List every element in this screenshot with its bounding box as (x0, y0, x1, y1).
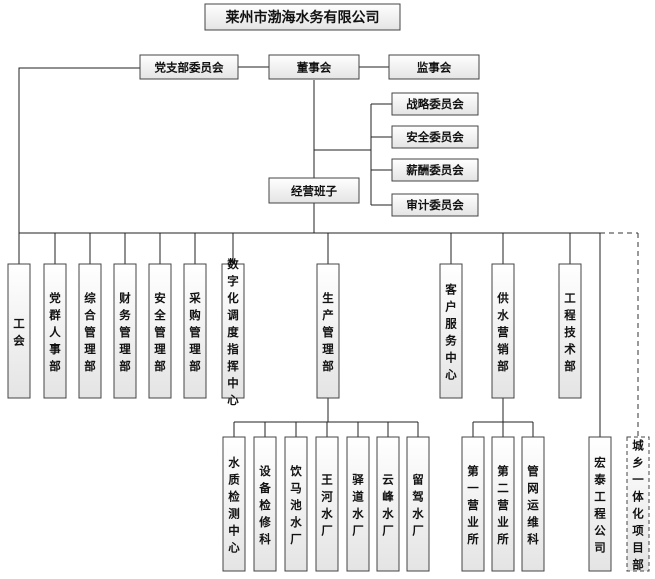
dept-general-label: 综合管理部 (84, 291, 96, 373)
production-unit: 设备检修科 (253, 436, 277, 572)
dept-purchase-label: 采购管理部 (188, 291, 201, 373)
production-unit: 云峰水厂 (376, 436, 400, 572)
dept-customer: 客户服务中心 (439, 263, 463, 399)
dept-customer-label: 客户服务中心 (444, 283, 457, 382)
dept-engineering: 工程技术部 (558, 263, 582, 399)
committee-node: 审计委员会 (391, 193, 479, 217)
supply-unit-label: 管网运维科 (527, 464, 539, 546)
supply-unit: 第一营业所 (461, 436, 485, 572)
dept-purchase: 采购管理部 (183, 263, 207, 399)
management-node: 经营班子 (268, 177, 360, 204)
dept-union-label: 工会 (12, 317, 25, 348)
production-unit-label: 云峰水厂 (382, 473, 394, 538)
production-unit-label: 设备检修科 (258, 464, 271, 546)
dept-union: 工会 (7, 263, 31, 399)
supply-unit: 第二营业所 (491, 436, 515, 572)
party-committee-label: 党支部委员会 (155, 61, 224, 75)
company-title-node: 莱州市渤海水务有限公司 (204, 3, 401, 31)
committee-label: 战略委员会 (406, 97, 464, 111)
supply-unit-label: 第二营业所 (497, 464, 509, 546)
dept-party-hr: 党群人事部 (43, 263, 67, 399)
production-unit-label: 水质检测中心 (228, 456, 240, 555)
production-unit-label: 驿道水厂 (352, 473, 364, 538)
committee-label: 审计委员会 (406, 198, 464, 212)
dept-hongtai: 宏泰工程公司 (588, 436, 612, 572)
production-unit: 水质检测中心 (222, 436, 246, 572)
dept-finance-label: 财务管理部 (118, 291, 131, 373)
dept-hongtai-label: 宏泰工程公司 (593, 456, 606, 555)
supervisors-node: 监事会 (388, 54, 480, 80)
dept-supply-label: 供水营销部 (496, 291, 509, 373)
production-unit-label: 留驾水厂 (411, 473, 424, 538)
dept-digital: 数字化调度指挥中心 (221, 257, 245, 407)
dept-party-hr-label: 党群人事部 (48, 291, 61, 373)
dept-production-label: 生产管理部 (322, 291, 334, 373)
committee-node: 战略委员会 (391, 92, 479, 116)
board-label: 董事会 (297, 61, 332, 75)
company-title: 莱州市渤海水务有限公司 (226, 9, 380, 26)
production-unit-label: 王河水厂 (321, 473, 333, 538)
supply-unit: 管网运维科 (521, 436, 545, 572)
dept-engineering-label: 工程技术部 (563, 291, 576, 373)
supervisors-label: 监事会 (417, 61, 452, 75)
dept-rural: 城乡一体化项目部 (626, 436, 650, 572)
committee-node: 安全委员会 (391, 125, 479, 149)
supply-unit-label: 第一营业所 (467, 464, 479, 546)
board-node: 董事会 (268, 54, 360, 80)
dept-supply: 供水营销部 (491, 263, 515, 399)
committee-node: 薪酬委员会 (391, 158, 479, 182)
dept-rural-label: 城乡一体化项目部 (632, 439, 644, 572)
production-unit: 驿道水厂 (346, 436, 370, 572)
committee-label: 安全委员会 (406, 130, 464, 144)
production-unit: 留驾水厂 (406, 436, 430, 572)
dept-production: 生产管理部 (316, 263, 340, 399)
dept-safety-label: 安全管理部 (153, 291, 166, 373)
connectors (18, 66, 639, 437)
dept-digital-label: 数字化调度指挥中心 (227, 257, 239, 407)
committee-label: 薪酬委员会 (406, 163, 464, 177)
dept-safety: 安全管理部 (148, 263, 172, 399)
dept-general: 综合管理部 (78, 263, 102, 399)
production-unit-label: 饮马池水厂 (289, 464, 302, 546)
dept-finance: 财务管理部 (113, 263, 137, 399)
production-unit: 王河水厂 (315, 436, 339, 572)
party-committee-node: 党支部委员会 (139, 54, 239, 80)
management-label: 经营班子 (291, 184, 337, 198)
production-unit: 饮马池水厂 (284, 436, 308, 572)
